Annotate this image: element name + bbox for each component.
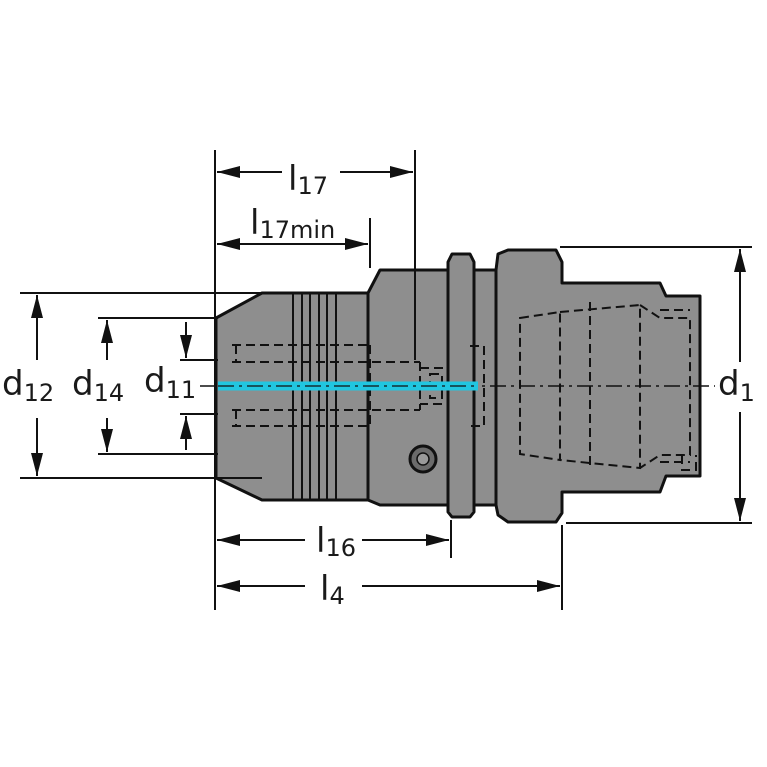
label-d11: d11: [144, 361, 196, 404]
dim-d1: [734, 249, 746, 521]
dim-d14: [101, 320, 113, 452]
dim-l4: [217, 580, 560, 592]
dim-l16: [217, 534, 449, 546]
hidden-lines: [232, 302, 697, 471]
dim-d11: [180, 322, 192, 450]
nose-grooves: [292, 293, 337, 500]
tool-holder-body: [214, 248, 702, 524]
label-l17: l17: [288, 159, 328, 200]
label-d12: d12: [2, 364, 54, 407]
dimension-labels: l17 l17min l16 l4 d12 d14 d11 d1: [2, 159, 755, 610]
label-d1: d1: [718, 364, 755, 407]
label-l4: l4: [320, 569, 345, 610]
label-l17min: l17min: [250, 203, 335, 244]
dim-l17min: [217, 238, 368, 250]
extension-lines: [20, 150, 752, 610]
label-l16: l16: [316, 521, 356, 562]
label-d14: d14: [72, 364, 124, 407]
dim-d12: [31, 295, 43, 476]
dim-l17: [217, 166, 413, 178]
